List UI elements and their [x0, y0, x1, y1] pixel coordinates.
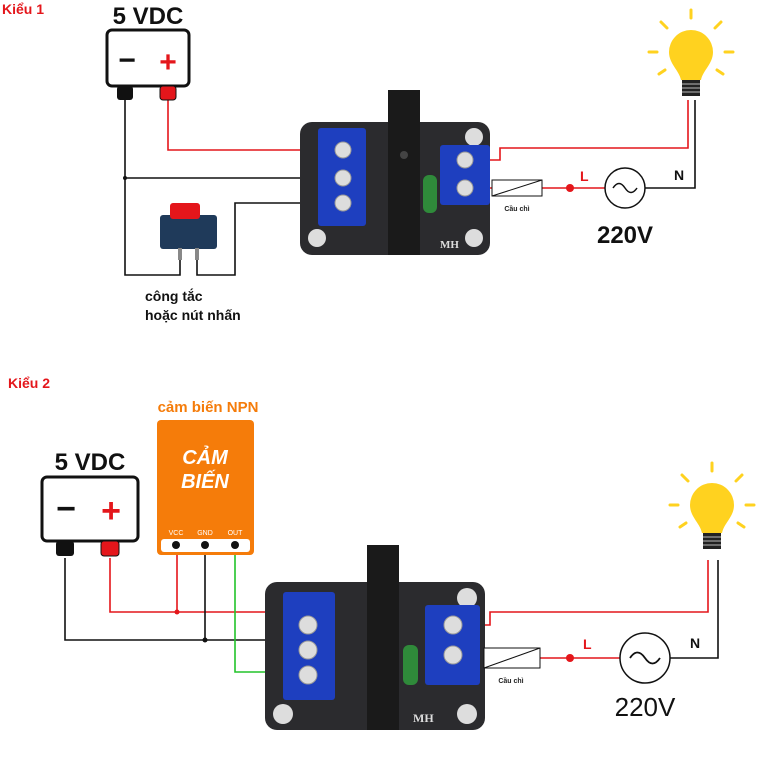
fuse-label: Cầu chì	[498, 676, 523, 685]
npn-sensor: cảm biến NPN CẢM BIẾN VCC GND OUT	[157, 399, 258, 555]
junction	[123, 176, 127, 180]
wire-neutral	[670, 560, 719, 659]
pin-label-out: OUT	[228, 530, 244, 537]
power-label: 5 VDC	[113, 3, 184, 30]
neutral-label: N	[674, 167, 684, 183]
power-label: 5 VDC	[55, 449, 126, 476]
sensor-text-1: CẢM	[182, 446, 229, 469]
ac-source	[604, 167, 646, 209]
wire-neutral	[645, 100, 696, 189]
switch-label-1: công tắc	[145, 287, 203, 304]
voltage-label: 220V	[597, 222, 653, 249]
line-label: L	[580, 168, 589, 184]
bulb-icon	[647, 8, 735, 98]
fuse-label: Cầu chì	[504, 204, 529, 213]
sensor-caption: cảm biến NPN	[158, 399, 259, 416]
panel-kieu-2: Kiểu 2 5 VDC − + cảm biến NPN CẢM	[8, 375, 756, 730]
pin-label-gnd: GND	[197, 530, 213, 537]
neutral-label: N	[690, 635, 700, 651]
junction	[202, 637, 208, 643]
relay-module: MH	[265, 545, 485, 730]
wires	[64, 548, 719, 673]
varistor	[403, 645, 418, 685]
rocker-switch[interactable]	[160, 203, 217, 260]
wire-lamp-live	[453, 560, 709, 626]
switch-label-2: hoặc nút nhấn	[145, 307, 241, 323]
minus-sign: −	[56, 490, 76, 528]
ac-source	[619, 632, 671, 684]
fuse: Cầu chì	[483, 647, 541, 685]
output-terminal-block	[425, 605, 480, 685]
positive-terminal	[100, 540, 120, 557]
voltage-label: 220V	[615, 692, 676, 722]
wire-ch1	[196, 202, 343, 276]
plus-sign: +	[159, 46, 177, 79]
wire-positive	[167, 100, 343, 151]
heat-sink	[388, 90, 420, 255]
junction	[566, 184, 574, 192]
wire-negative	[124, 100, 181, 276]
board-marking: MH	[440, 239, 459, 251]
plus-sign: +	[101, 492, 121, 530]
panel-title: Kiểu 1	[2, 1, 44, 17]
pin-label-vcc: VCC	[169, 530, 184, 537]
positive-terminal	[159, 85, 177, 101]
power-supply: 5 VDC − +	[105, 3, 191, 101]
negative-terminal	[56, 541, 74, 556]
panel-kieu-1: Kiểu 1 5 VDC − + công	[2, 1, 735, 323]
panel-title: Kiểu 2	[8, 375, 50, 391]
board-marking: MH	[413, 711, 434, 725]
varistor	[423, 175, 437, 213]
output-terminal-block	[440, 145, 490, 205]
bulb-icon	[668, 461, 756, 551]
heat-sink	[367, 545, 399, 730]
wire-lamp-live	[465, 100, 689, 161]
sensor-text-2: BIẾN	[181, 469, 229, 493]
fuse: Cầu chì	[491, 179, 543, 213]
junction	[174, 609, 180, 615]
power-supply: 5 VDC − +	[40, 449, 140, 557]
relay-module: MH	[300, 90, 490, 255]
line-label: L	[583, 636, 592, 652]
minus-sign: −	[118, 44, 136, 77]
negative-terminal	[117, 86, 133, 100]
junction	[566, 654, 574, 662]
